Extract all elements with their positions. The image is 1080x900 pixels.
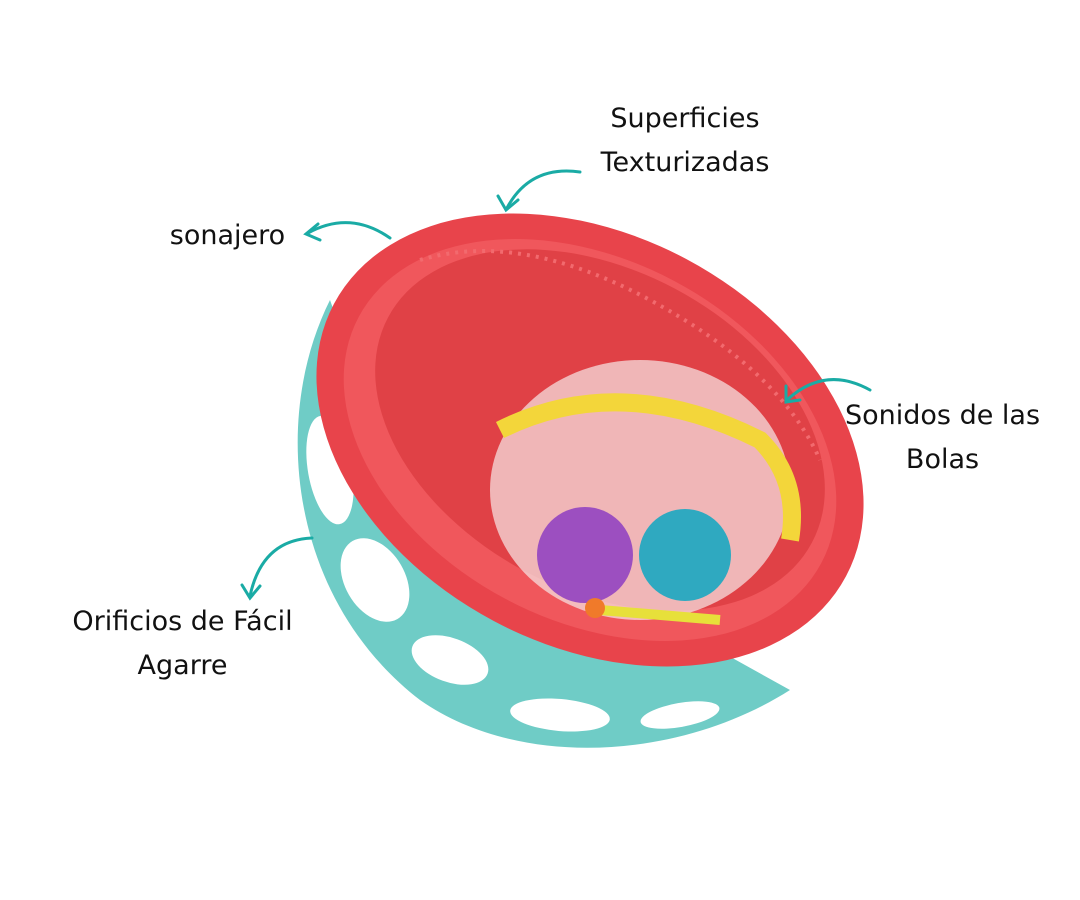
label-textured-surfaces: Superficies Texturizadas (575, 97, 795, 185)
label-line: Orificios de Fácil (72, 606, 293, 637)
label-line: Superficies (610, 103, 760, 134)
label-line: Bolas (905, 444, 980, 475)
arrow-textured (505, 169, 582, 210)
label-grip-holes: Orificios de Fácil Agarre (40, 600, 325, 688)
label-line: Texturizadas (600, 147, 770, 178)
arrow-sounds (785, 378, 872, 402)
label-rattle: sonajero (169, 220, 286, 251)
annotation-arrows (240, 169, 872, 601)
arrow-rattle (306, 221, 392, 240)
arrow-holes (248, 536, 314, 598)
label-line: Sonidos de las (844, 400, 1041, 431)
clear-ball (490, 360, 801, 625)
label-line: Agarre (137, 650, 228, 681)
label-ball-sounds: Sonidos de las Bolas (820, 394, 1065, 482)
